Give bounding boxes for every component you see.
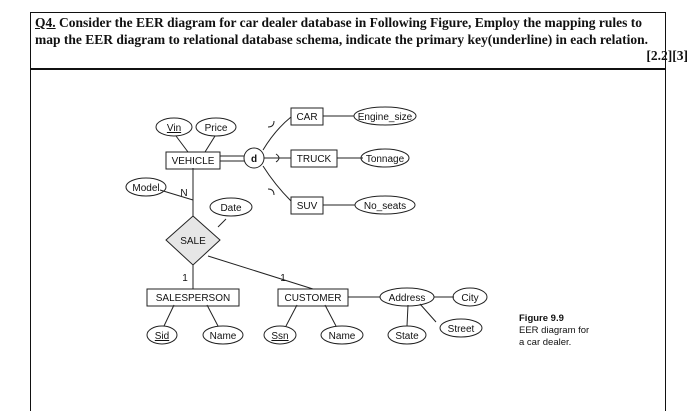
question-number: Q4. xyxy=(35,15,56,30)
date-attribute: Date xyxy=(220,203,242,214)
caption-line-2: a car dealer. xyxy=(519,337,572,348)
model-attribute: Model xyxy=(132,183,159,194)
figure-number: Figure 9.9 xyxy=(519,313,564,324)
engine-size-attribute: Engine_size xyxy=(358,112,413,123)
address-attribute: Address xyxy=(389,293,426,304)
question-frame xyxy=(30,12,666,411)
tonnage-attribute: Tonnage xyxy=(366,154,405,165)
divider xyxy=(30,68,666,70)
cardinality-vehicle: N xyxy=(180,188,187,199)
suv-entity: SUV xyxy=(297,201,318,212)
caption-line-1: EER diagram for xyxy=(519,325,590,336)
question-body: Consider the EER diagram for car dealer … xyxy=(35,15,648,47)
figure-caption: Figure 9.9 EER diagram for a car dealer. xyxy=(519,313,589,349)
vin-attribute: Vin xyxy=(167,123,181,134)
sid-attribute: Sid xyxy=(155,331,169,342)
sale-relationship-diamond xyxy=(165,215,221,266)
disjoint-symbol: d xyxy=(251,154,257,165)
price-attribute: Price xyxy=(205,123,228,134)
customer-entity: CUSTOMER xyxy=(284,293,341,304)
truck-entity: TRUCK xyxy=(297,154,332,165)
attribute-ovals xyxy=(125,106,488,345)
disjoint-circle xyxy=(243,147,265,169)
cardinality-customer: 1 xyxy=(280,273,286,284)
salesperson-name-attribute: Name xyxy=(210,331,237,342)
car-entity: CAR xyxy=(296,112,317,123)
vehicle-entity: VEHICLE xyxy=(172,156,215,167)
salesperson-entity: SALESPERSON xyxy=(156,293,230,304)
sale-relationship-label: SALE xyxy=(180,236,206,247)
no-seats-attribute: No_seats xyxy=(364,201,406,212)
diagram-lines xyxy=(159,115,454,327)
ssn-attribute: Ssn xyxy=(271,331,288,342)
question-marks: [2.2][3] xyxy=(646,48,688,63)
state-attribute: State xyxy=(395,331,419,342)
customer-name-attribute: Name xyxy=(329,331,356,342)
question-text: Q4. Consider the EER diagram for car dea… xyxy=(35,14,663,48)
entity-boxes xyxy=(146,107,349,307)
cardinality-salesperson: 1 xyxy=(182,273,188,284)
city-attribute: City xyxy=(461,293,478,304)
street-attribute: Street xyxy=(448,324,475,335)
